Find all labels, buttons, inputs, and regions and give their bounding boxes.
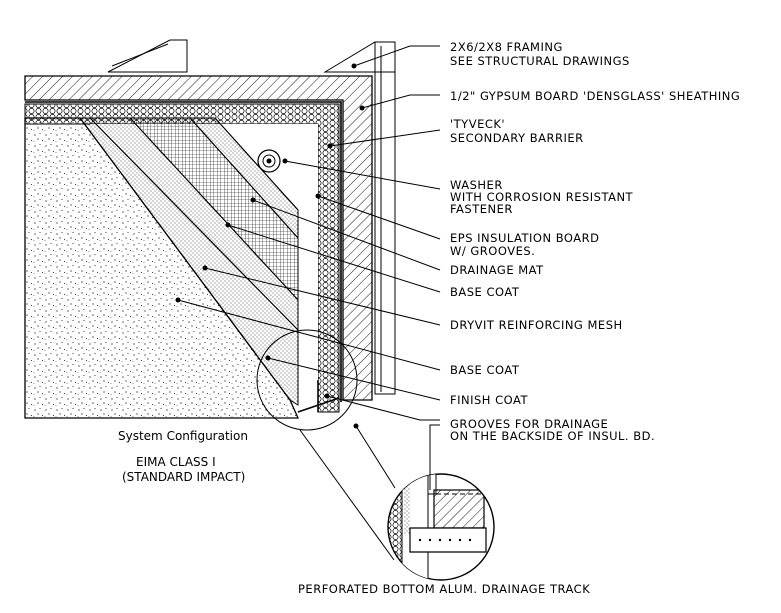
callout-labels: 2X6/2X8 FRAMING SEE STRUCTURAL DRAWINGS … — [298, 40, 740, 596]
label-base-coat-2: BASE COAT — [450, 363, 520, 377]
label-finish-coat: FINISH COAT — [450, 393, 528, 407]
label-eps-2: W/ GROOVES. — [450, 244, 535, 258]
label-base-coat-1: BASE COAT — [450, 285, 520, 299]
caption-system: System Configuration — [118, 429, 248, 443]
label-washer-3: FASTENER — [450, 202, 513, 216]
caption-class-1: EIMA CLASS I — [136, 455, 216, 469]
label-eps-1: EPS INSULATION BOARD — [450, 231, 600, 245]
label-framing-2: SEE STRUCTURAL DRAWINGS — [450, 54, 630, 68]
label-framing-1: 2X6/2X8 FRAMING — [450, 40, 563, 54]
tyvek-barrier — [25, 101, 342, 402]
leader-lines — [177, 45, 441, 490]
label-track: PERFORATED BOTTOM ALUM. DRAINAGE TRACK — [298, 582, 590, 596]
washer-fastener — [257, 149, 281, 173]
label-washer-2: WITH CORROSION RESISTANT — [450, 190, 634, 204]
enlarged-detail — [387, 473, 495, 581]
finish-coat-face — [24, 117, 300, 419]
system-captions: System Configuration EIMA CLASS I (STAND… — [118, 429, 248, 484]
leader-dots — [175, 63, 365, 429]
label-grooves-2: ON THE BACKSIDE OF INSUL. BD. — [450, 429, 655, 443]
label-tyvek-1: 'TYVECK' — [450, 117, 505, 131]
label-drainage-mat: DRAINAGE MAT — [450, 263, 544, 277]
label-mesh: DRYVIT REINFORCING MESH — [450, 318, 623, 332]
coating-layers — [79, 117, 299, 406]
label-grooves-1: GROOVES FOR DRAINAGE — [450, 417, 608, 431]
label-tyvek-2: SECONDARY BARRIER — [450, 131, 584, 145]
label-washer-1: WASHER — [450, 178, 503, 192]
framing-studs — [107, 39, 396, 395]
caption-class-2: (STANDARD IMPACT) — [122, 470, 245, 484]
label-gypsum: 1/2" GYPSUM BOARD 'DENSGLASS' SHEATHING — [450, 89, 740, 103]
